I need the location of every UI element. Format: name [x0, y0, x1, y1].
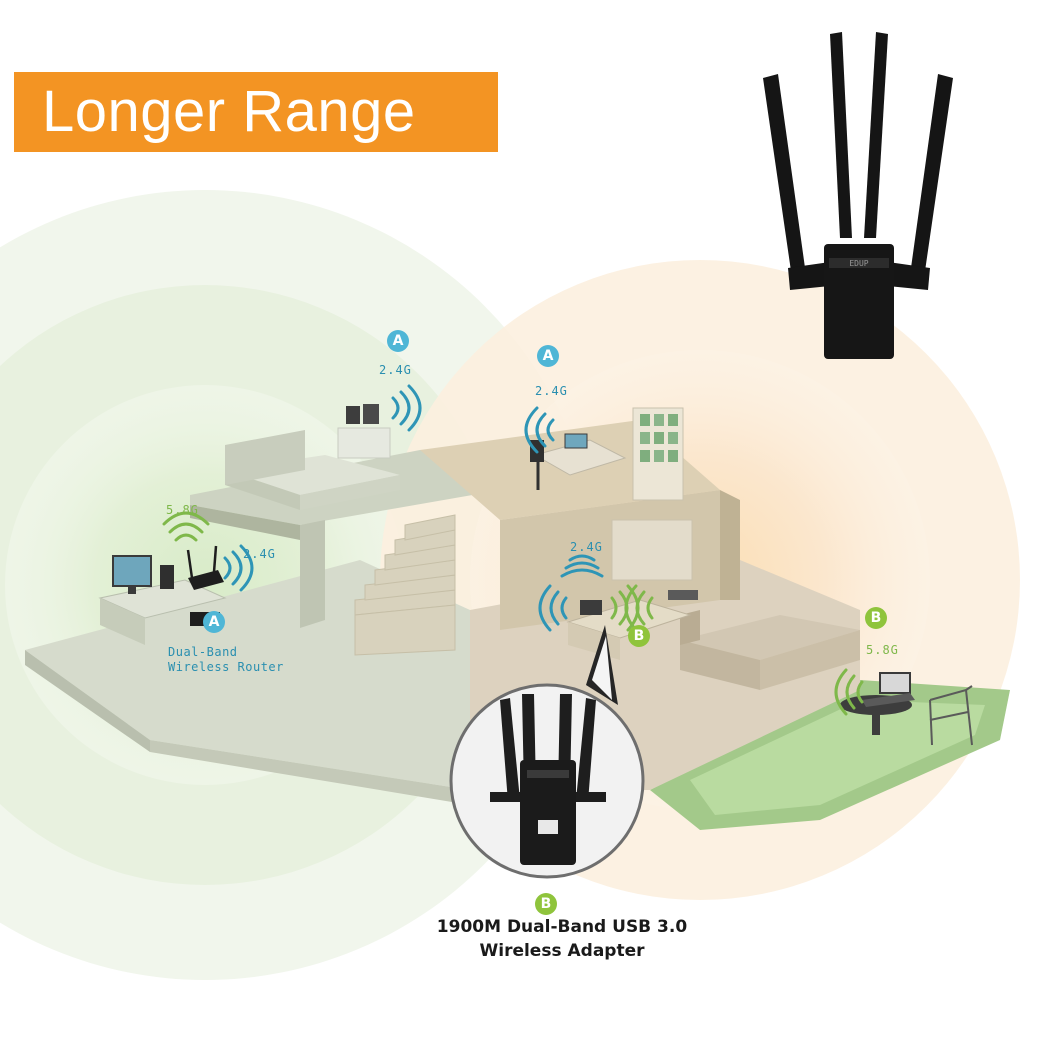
title-banner: Longer Range [14, 72, 498, 152]
staircase [354, 514, 456, 656]
router-label-line2: Wireless Router [168, 660, 284, 674]
router-badge: A [537, 345, 559, 367]
svg-text:EDUP: EDUP [849, 259, 868, 268]
bed [225, 430, 400, 510]
garden-chair [929, 685, 973, 746]
wifi-signal-icon [223, 544, 254, 592]
wifi-signal-icon [391, 384, 422, 432]
router-label: Dual-Band Wireless Router [168, 645, 284, 675]
wifi-signal-icon [834, 668, 864, 716]
wifi-signal-icon [538, 584, 568, 632]
garden-table [840, 672, 915, 735]
router-badge: A [203, 611, 225, 633]
band-label-24g: 2.4G [570, 540, 603, 554]
wifi-signal-icon [560, 554, 604, 578]
usb-adapter-icon [490, 694, 606, 865]
usb-adapter-photo: EDUP [763, 32, 953, 359]
adapter-badge: B [865, 607, 887, 629]
wifi-signal-icon [162, 511, 210, 542]
band-label-24g: 2.4G [243, 547, 276, 561]
band-label-24g: 2.4G [379, 363, 412, 377]
page-title: Longer Range [42, 79, 416, 144]
product-caption-line1: 1900M Dual-Band USB 3.0 [436, 917, 688, 937]
band-label-58g: 5.8G [866, 643, 899, 657]
wall-painting [611, 519, 693, 581]
adapter-badge: B [535, 893, 557, 915]
adapter-badge: B [628, 625, 650, 647]
sofa [680, 610, 860, 690]
bookshelf [632, 407, 684, 501]
tv-cabinet [337, 404, 391, 459]
router-label-line1: Dual-Band [168, 645, 238, 659]
wifi-signal-icon [524, 406, 555, 454]
product-caption: 1900M Dual-Band USB 3.0 Wireless Adapter [402, 915, 722, 963]
band-label-24g: 2.4G [535, 384, 568, 398]
laptop-icon [879, 672, 911, 694]
band-label-58g: 5.8G [166, 503, 199, 517]
product-caption-line2: Wireless Adapter [479, 941, 645, 961]
router-badge: A [387, 330, 409, 352]
